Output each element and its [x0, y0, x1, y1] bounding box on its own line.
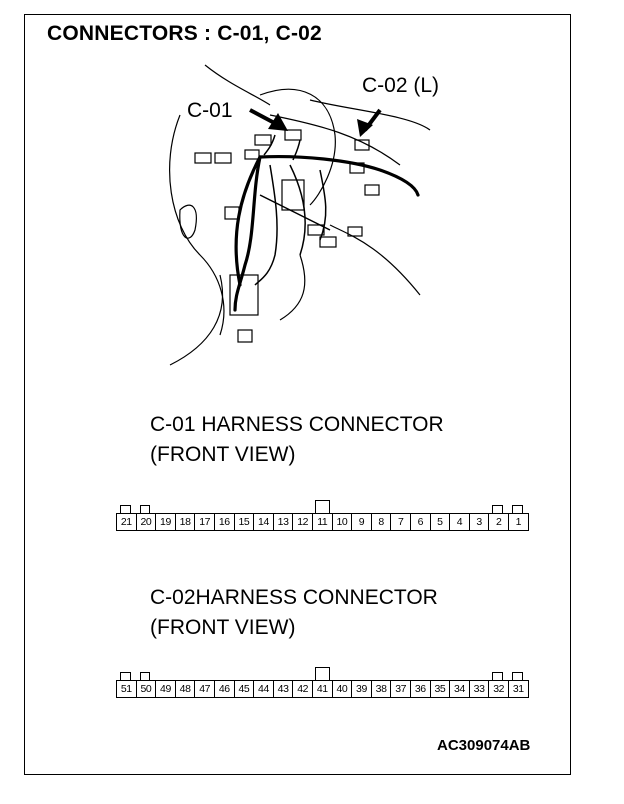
connector-pin: 1: [508, 513, 529, 531]
connector-pin: 20: [135, 513, 157, 531]
diagram-frame: [24, 14, 571, 775]
connector-lock-tab: [492, 505, 503, 514]
connector-pin: 17: [194, 513, 215, 531]
c02-heading-line1: C-02HARNESS CONNECTOR: [150, 586, 438, 609]
connector-pin: 6: [410, 513, 431, 531]
connector-lock-tab: [512, 505, 523, 514]
connector-pin: 19: [155, 513, 176, 531]
connector-pin: 36: [410, 680, 431, 698]
connector-pin: 13: [272, 513, 294, 531]
connector-lock-tab: [139, 505, 151, 514]
connector-pin: 12: [292, 513, 313, 531]
connector-pin: 44: [253, 680, 274, 698]
connector-pin: 50: [135, 680, 157, 698]
connector-pin: 35: [429, 680, 451, 698]
connector-lock-tab: [315, 667, 330, 681]
connector-pin: 41: [312, 680, 333, 698]
connector-lock-tab: [492, 672, 503, 681]
connector-pin: 37: [390, 680, 411, 698]
connector-lock-tab: [512, 672, 523, 681]
connector-lock-tab: [120, 505, 131, 514]
c02-callout-label: C-02 (L): [362, 74, 440, 97]
connector-pin: 45: [233, 680, 255, 698]
diagram-title: CONNECTORS : C-01, C-02: [47, 22, 322, 45]
connector-pin: 7: [390, 513, 411, 531]
connector-pin: 4: [449, 513, 470, 531]
connector-pin: 48: [174, 680, 196, 698]
c01-heading-line1: C-01 HARNESS CONNECTOR: [150, 413, 444, 436]
connector-pin: 8: [370, 513, 392, 531]
connector-pin: 33: [468, 680, 490, 698]
connector-pin: 9: [351, 513, 372, 531]
connector-pin: 43: [272, 680, 294, 698]
connector-pin: 2: [488, 513, 509, 531]
connector-pin: 34: [449, 680, 470, 698]
connector-pin: 32: [488, 680, 509, 698]
connector-pin: 16: [214, 513, 235, 531]
harness-drawing: [169, 64, 431, 366]
connector-pin: 42: [292, 680, 313, 698]
connector-pin: 49: [155, 680, 176, 698]
connector-pin: 40: [331, 680, 353, 698]
connector-lock-tab: [139, 672, 151, 681]
connector-pin: 47: [194, 680, 215, 698]
connector-pin: 51: [116, 680, 137, 698]
connector-lock-tab: [315, 500, 330, 514]
connector-pin: 11: [312, 513, 333, 531]
connector-pin: 15: [233, 513, 255, 531]
connector-pin: 38: [370, 680, 392, 698]
connector-pin: 39: [351, 680, 372, 698]
connector-pin: 18: [174, 513, 196, 531]
c02-heading: C-02HARNESS CONNECTOR (FRONT VIEW): [150, 583, 438, 643]
figure-code: AC309074AB: [437, 737, 531, 754]
c02-arrow-icon: [357, 108, 382, 137]
c01-callout-label: C-01: [187, 99, 233, 122]
c01-heading: C-01 HARNESS CONNECTOR (FRONT VIEW): [150, 410, 444, 470]
connector-pin: 10: [331, 513, 353, 531]
c01-arrow-icon: [249, 108, 288, 131]
connector-pin: 21: [116, 513, 137, 531]
connector-pin: 3: [468, 513, 490, 531]
connector-pin: 5: [429, 513, 451, 531]
c01-heading-line2: (FRONT VIEW): [150, 443, 296, 466]
connector-pin: 31: [508, 680, 529, 698]
connector-lock-tab: [120, 672, 131, 681]
connector-pin: 46: [214, 680, 235, 698]
connector-pin: 14: [253, 513, 274, 531]
c02-heading-line2: (FRONT VIEW): [150, 616, 296, 639]
